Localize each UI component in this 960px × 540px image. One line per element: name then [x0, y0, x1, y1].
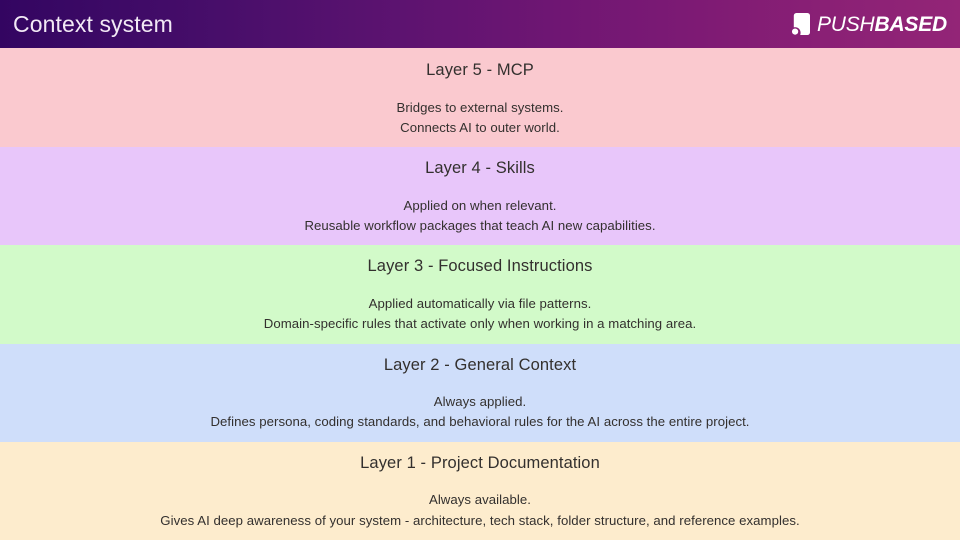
layer-4-line-1: Applied on when relevant. [403, 197, 557, 213]
layer-4-line-2: Reusable workflow packages that teach AI… [304, 217, 656, 233]
layer-3-title: Layer 3 - Focused Instructions [367, 257, 593, 276]
layer-1-body: Always available. Gives AI deep awarenes… [160, 490, 799, 530]
layer-2-title: Layer 2 - General Context [383, 355, 577, 374]
layer-band-2: Layer 2 - General Context Always applied… [0, 343, 960, 442]
layer-band-5: Layer 5 - MCP Bridges to external system… [0, 48, 960, 148]
layer-5-line-2: Connects AI to outer world. [400, 119, 560, 135]
layer-2-line-1: Always applied. [433, 394, 527, 410]
layer-1-line-1: Always available. [428, 492, 531, 508]
layer-1-line-2: Gives AI deep awareness of your system -… [160, 512, 800, 528]
layer-3-line-1: Applied automatically via file patterns. [368, 296, 592, 312]
layer-4-body: Applied on when relevant. Reusable workf… [304, 196, 655, 236]
layer-band-1: Layer 1 - Project Documentation Always a… [0, 441, 960, 540]
logo-text-push: PUSH [816, 12, 875, 36]
layer-5-title: Layer 5 - MCP [426, 61, 534, 79]
layer-4-title: Layer 4 - Skills [425, 159, 535, 178]
slide-header: Context system PUSHBASED [0, 0, 960, 48]
logo-text-based: BASED [874, 12, 947, 36]
pushbased-logo: PUSHBASED [791, 13, 947, 35]
layer-5-body: Bridges to external systems. Connects AI… [396, 98, 563, 138]
layer-band-3: Layer 3 - Focused Instructions Applied a… [0, 245, 960, 344]
layer-3-body: Applied automatically via file patterns.… [264, 294, 696, 334]
pushbased-logo-text: PUSHBASED [817, 14, 947, 35]
layer-2-body: Always applied. Defines persona, coding … [210, 392, 749, 432]
layer-3-line-2: Domain-specific rules that activate only… [263, 316, 697, 332]
page-title: Context system [13, 10, 173, 37]
layer-5-line-1: Bridges to external systems. [396, 99, 564, 115]
layer-2-line-2: Defines persona, coding standards, and b… [210, 414, 750, 430]
layer-1-title: Layer 1 - Project Documentation [360, 453, 600, 472]
pushbased-logo-mark [791, 13, 810, 35]
layer-band-4: Layer 4 - Skills Applied on when relevan… [0, 147, 960, 246]
layer-stack: Layer 5 - MCP Bridges to external system… [0, 48, 960, 540]
